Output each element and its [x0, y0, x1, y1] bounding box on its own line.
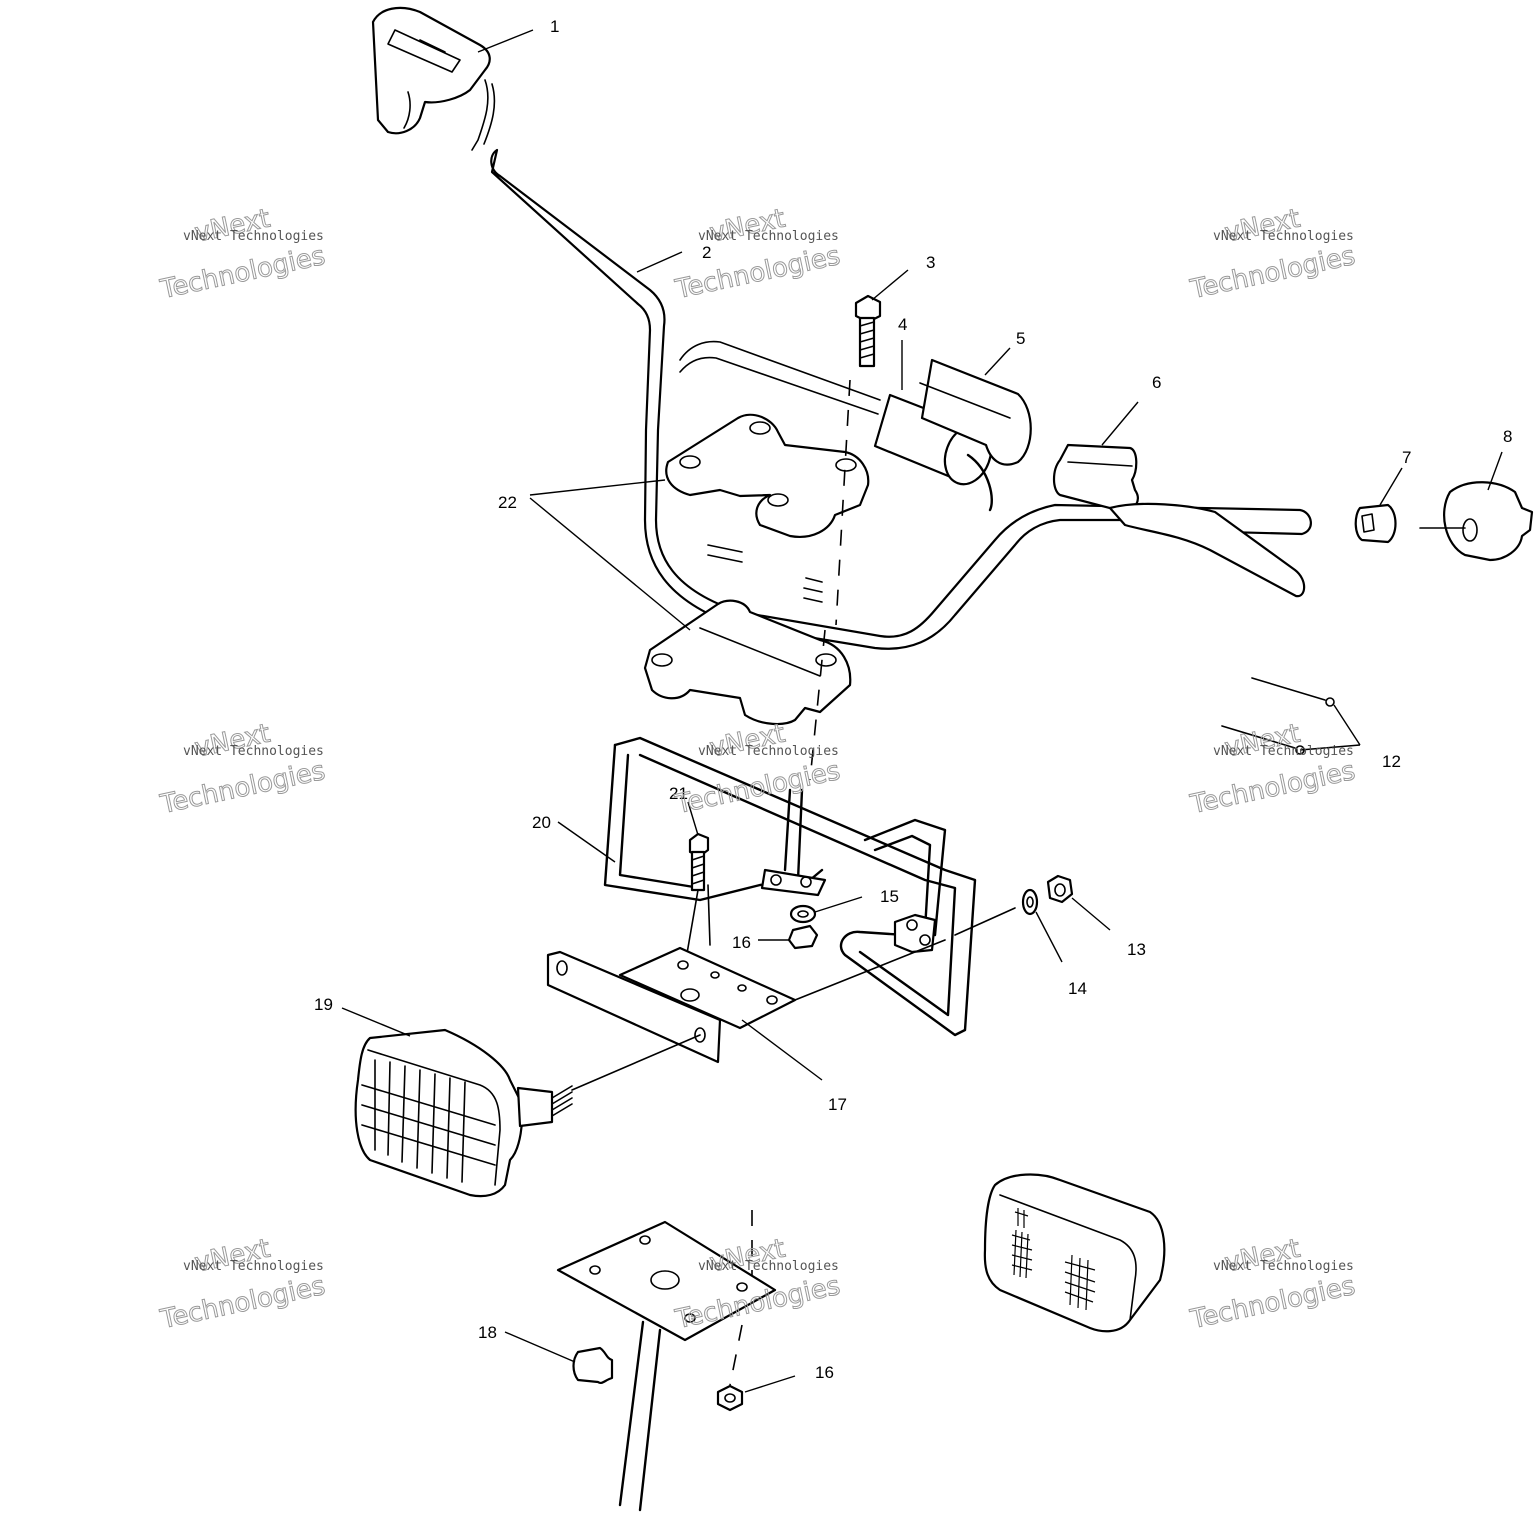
part-7-cap: [1354, 503, 1397, 544]
part-3-bolt: [854, 294, 882, 368]
callout-16b: 16: [815, 1363, 834, 1382]
watermark: vNext vNext Technologies Technologies: [1187, 203, 1359, 306]
callout-19: 19: [314, 995, 333, 1014]
part-17-plate: [546, 939, 946, 1064]
svg-text:Technologies: Technologies: [1187, 1271, 1358, 1335]
part-15-washer: [789, 904, 817, 924]
callout-5: 5: [1016, 329, 1025, 348]
part-22-upper-clamp: [665, 413, 870, 538]
part-13-nut: [1046, 874, 1074, 904]
callout-13: 13: [1127, 940, 1146, 959]
part-6-switch-housing: [1052, 443, 1306, 598]
svg-text:Technologies: Technologies: [672, 756, 843, 820]
svg-text:vNext Technologies: vNext Technologies: [698, 1259, 839, 1274]
lower-mount-plate: [556, 1210, 777, 1512]
callout-labels: 1 2 3 4 5 6 7 8 22 12 21 20 15 16 13 14 …: [314, 17, 1512, 1382]
callout-16a: 16: [732, 933, 751, 952]
watermarks: vNext vNext Technologies Technologies vN…: [157, 203, 1359, 1336]
svg-text:Technologies: Technologies: [157, 756, 328, 820]
callout-14: 14: [1068, 979, 1087, 998]
svg-text:vNext Technologies: vNext Technologies: [183, 744, 324, 759]
callout-1: 1: [550, 17, 559, 36]
part-5-sleeve: [919, 358, 1032, 466]
svg-text:vNext Technologies: vNext Technologies: [698, 229, 839, 244]
part-22-lower-clamp: [643, 599, 852, 726]
callout-2: 2: [702, 243, 711, 262]
svg-text:vNext Technologies: vNext Technologies: [183, 1259, 324, 1274]
assembly-axis-lower: [809, 629, 826, 781]
watermark: vNext vNext Technologies Technologies: [672, 718, 844, 821]
watermark: vNext vNext Technologies Technologies: [157, 718, 329, 821]
callout-7: 7: [1402, 448, 1411, 467]
handlebar-brace: [679, 340, 881, 415]
svg-text:vNext Technologies: vNext Technologies: [1213, 744, 1354, 759]
watermark: vNext vNext Technologies Technologies: [157, 1233, 329, 1336]
callout-20: 20: [532, 813, 551, 832]
watermark: vNext vNext Technologies Technologies: [1187, 718, 1359, 821]
part-1-master-cylinder: [371, 6, 496, 151]
callout-22: 22: [498, 493, 517, 512]
callout-18: 18: [478, 1323, 497, 1342]
assembly-axis-upper: [835, 379, 851, 626]
part-16-nut-lower: [716, 1384, 744, 1412]
watermark: vNext vNext Technologies Technologies: [157, 203, 329, 306]
callout-6: 6: [1152, 373, 1161, 392]
callout-17: 17: [828, 1095, 847, 1114]
part-14-washer: [1021, 888, 1039, 916]
part-21-bolt: [684, 832, 711, 966]
callout-12: 12: [1382, 752, 1401, 771]
part-12-pins: [1221, 677, 1335, 755]
callout-21: 21: [669, 784, 688, 803]
callout-3: 3: [926, 253, 935, 272]
svg-text:vNext Technologies: vNext Technologies: [698, 744, 839, 759]
watermark: vNext vNext Technologies Technologies: [672, 203, 844, 306]
svg-text:Technologies: Technologies: [1187, 756, 1358, 820]
svg-text:Technologies: Technologies: [672, 241, 843, 305]
part-2-handlebar: [490, 148, 1312, 650]
svg-text:Technologies: Technologies: [1187, 241, 1358, 305]
part-18-clip: [572, 1346, 614, 1385]
part-16-nut-upper: [787, 924, 819, 950]
svg-text:vNext Technologies: vNext Technologies: [1213, 1259, 1354, 1274]
leader-lines: [341, 29, 1503, 1393]
watermark: vNext vNext Technologies Technologies: [1187, 1233, 1359, 1336]
svg-text:Technologies: Technologies: [157, 241, 328, 305]
part-8-throttle-housing: [1419, 481, 1534, 562]
part-19-headlight: [354, 1028, 701, 1198]
svg-text:Technologies: Technologies: [157, 1271, 328, 1335]
alt-headlight: [983, 1173, 1166, 1333]
callout-15: 15: [880, 887, 899, 906]
callout-4: 4: [898, 315, 907, 334]
part-20-bracket: [603, 736, 977, 1037]
svg-text:vNext Technologies: vNext Technologies: [183, 229, 324, 244]
svg-text:vNext Technologies: vNext Technologies: [1213, 229, 1354, 244]
callout-8: 8: [1503, 427, 1512, 446]
